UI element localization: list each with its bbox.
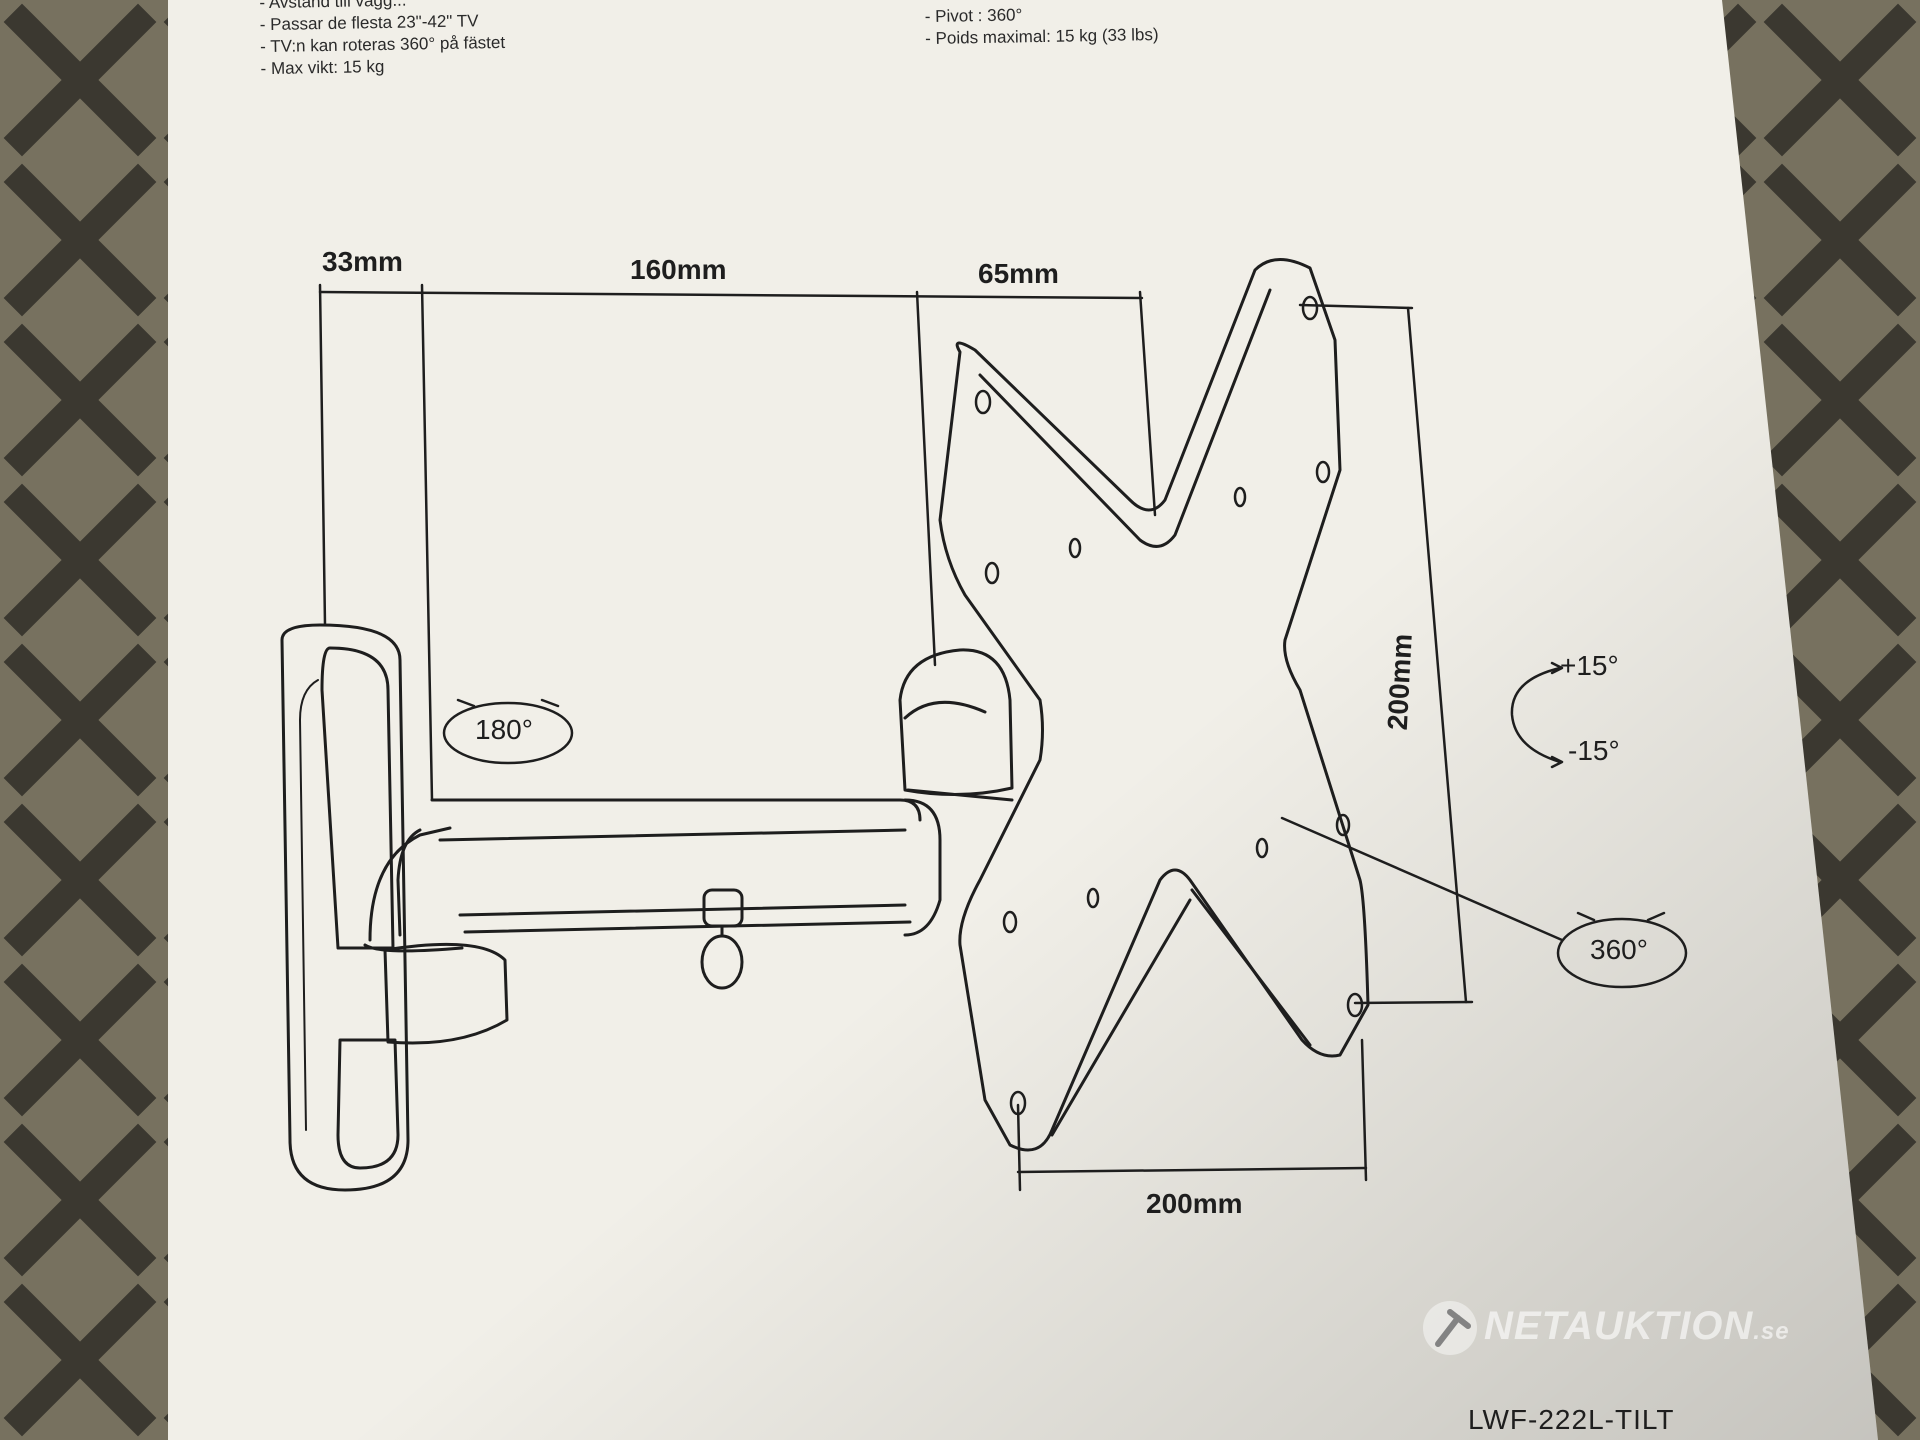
wall-mount-diagram bbox=[280, 258, 1688, 1192]
tilt-down-label: -15° bbox=[1568, 735, 1620, 766]
watermark-text: NETAUKTION.se bbox=[1484, 1304, 1790, 1349]
tilt-indicator bbox=[1510, 661, 1564, 769]
right-spec-list: - Pivot : 360° - Poids maximal: 15 kg (3… bbox=[925, 2, 1159, 50]
vesa-width-label: 200mm bbox=[1146, 1188, 1243, 1219]
swivel-indicator bbox=[442, 698, 574, 765]
watermark-brand: NETAUKTION bbox=[1484, 1304, 1754, 1348]
plate-offset-label: 65mm bbox=[978, 258, 1059, 289]
left-spec-line: - Max vikt: 15 kg bbox=[260, 56, 385, 79]
extension-arm bbox=[396, 798, 942, 937]
wall-plate bbox=[280, 623, 410, 1192]
mounting-holes bbox=[974, 295, 1364, 1116]
dimension-lines bbox=[318, 283, 1564, 1192]
model-number: LWF-222L-TILT bbox=[1468, 1404, 1675, 1435]
cable-clip bbox=[700, 888, 744, 990]
wall-swivel-joint bbox=[363, 826, 509, 1045]
vesa-height-label: 200mm bbox=[1381, 632, 1418, 731]
paper-shadow bbox=[168, 0, 1878, 1440]
right-spec-line: - Poids maximal: 15 kg (33 lbs) bbox=[925, 24, 1159, 49]
arm-length-label: 160mm bbox=[630, 254, 727, 285]
rotation-angle-label: 360° bbox=[1590, 934, 1648, 965]
left-spec-line: - TV:n kan roteras 360° på fästet bbox=[260, 32, 506, 57]
tilt-up-label: +15° bbox=[1560, 650, 1619, 681]
tilt-joint bbox=[898, 648, 1014, 802]
swivel-angle-label: 180° bbox=[475, 714, 533, 745]
watermark-logo bbox=[1423, 1301, 1477, 1355]
rotation-indicator bbox=[1556, 911, 1688, 989]
watermark-suffix: .se bbox=[1753, 1318, 1790, 1345]
vesa-plate bbox=[938, 258, 1370, 1152]
left-spec-list: - Avstånd till vägg... - Passar de flest… bbox=[259, 0, 505, 80]
wall-depth-label: 33mm bbox=[322, 246, 403, 277]
